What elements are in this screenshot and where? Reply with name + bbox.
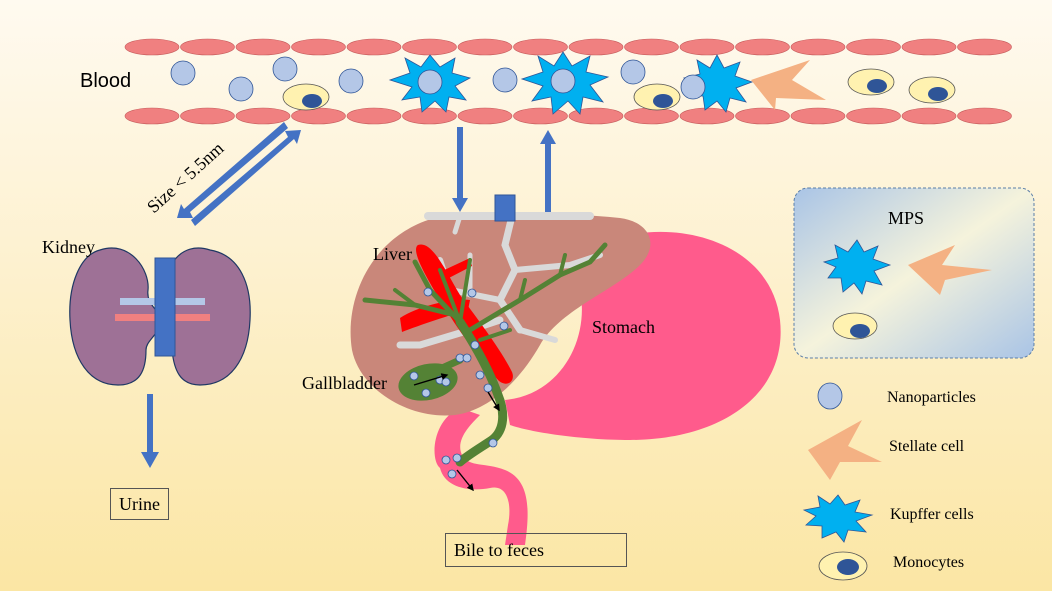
legend-icons: [802, 382, 882, 581]
kupffer-cell-icon: [822, 239, 892, 295]
label-blood: Blood: [80, 70, 132, 92]
red-blood-cell: [291, 107, 346, 125]
nanoparticle-icon: [421, 388, 431, 398]
duodenum-shape: [434, 408, 528, 545]
red-blood-cell: [346, 107, 402, 125]
red-blood-cell: [901, 107, 957, 125]
label-gallbladder: Gallbladder: [302, 373, 387, 393]
nanoparticle-icon: [228, 76, 254, 102]
portal-vein-stub: [494, 194, 516, 222]
left-kidney-shape: [69, 247, 161, 386]
red-blood-cell: [568, 107, 624, 125]
stellate-cell-icon: [751, 60, 826, 110]
nanoparticle-icon: [462, 353, 472, 363]
red-blood-cell: [346, 38, 402, 56]
legend-label-nanoparticles: Nanoparticles: [887, 389, 976, 406]
arrow-liver-to-blood: [540, 130, 556, 212]
monocyte-icon: [633, 83, 681, 111]
arrow-kidney-to-urine: [141, 394, 159, 468]
red-blood-cell: [402, 38, 457, 56]
nanoparticle-icon: [488, 438, 498, 448]
red-blood-cell: [624, 38, 679, 56]
red-blood-cell: [180, 107, 235, 125]
stellate-cell-icon: [908, 245, 992, 295]
nanoparticle-icon: [338, 68, 364, 94]
kupffer-cell-icon: [682, 54, 754, 113]
nanoparticle-icon: [467, 288, 477, 298]
red-blood-cell: [957, 38, 1012, 56]
legend-label-stellate-cell: Stellate cell: [889, 438, 965, 455]
red-blood-cell: [291, 38, 346, 56]
nanoparticle-icon: [441, 377, 451, 387]
legend-label-kupffer-cells: Kupffer cells: [890, 506, 974, 523]
red-blood-cell: [790, 38, 846, 56]
nanoparticle-icon: [441, 455, 451, 465]
vena-cava: [154, 257, 176, 357]
kidney-diagram: [69, 247, 251, 386]
red-blood-cell: [124, 107, 180, 125]
nanoparticle-icon: [620, 59, 646, 85]
nanoparticle-icon: [475, 370, 485, 380]
nanoparticle-icon: [423, 287, 433, 297]
red-blood-cell: [180, 38, 235, 56]
red-blood-cell: [513, 38, 568, 56]
red-blood-cell: [735, 38, 790, 56]
red-blood-cell: [679, 38, 735, 56]
red-blood-cell: [568, 38, 624, 56]
red-blood-cell: [402, 107, 457, 125]
arrow-blood-to-kidney: [177, 122, 288, 218]
flow-arrows: [141, 122, 556, 468]
nanoparticle-icon: [483, 383, 493, 393]
stomach-shape: [505, 231, 781, 440]
red-blood-cell: [624, 107, 679, 125]
red-blood-cell: [457, 38, 513, 56]
arrow-blood-to-liver: [452, 127, 468, 212]
monocyte-icon: [847, 68, 895, 96]
red-blood-cell: [846, 38, 901, 56]
red-blood-cell: [457, 107, 513, 125]
nanoparticle-icon: [272, 56, 298, 82]
label-stomach: Stomach: [592, 317, 655, 337]
nanoparticle-icon: [170, 60, 196, 86]
nanoparticle-icon: [550, 68, 576, 94]
label-mps: MPS: [888, 208, 925, 228]
red-blood-cell: [901, 38, 957, 56]
legend-label-monocytes: Monocytes: [893, 554, 965, 571]
bile-flow-arrows: [413, 373, 500, 492]
label-liver: Liver: [373, 244, 412, 264]
monocyte-icon: [908, 76, 956, 104]
nanoparticle-icon: [499, 321, 509, 331]
red-blood-cell: [735, 107, 790, 125]
red-blood-cell: [846, 107, 901, 125]
nanoparticle-icon: [817, 382, 843, 410]
blood-cells: [170, 51, 956, 115]
red-blood-cell: [790, 107, 846, 125]
red-blood-cell: [235, 107, 291, 125]
monocyte-icon: [832, 312, 878, 340]
red-blood-cells-bottom-row: [124, 107, 1012, 125]
label-urine: Urine: [110, 488, 169, 520]
label-bile-to-feces: Bile to feces: [445, 533, 627, 567]
arrow-kidney-to-blood: [191, 130, 301, 226]
kupffer-cell-icon: [802, 494, 874, 543]
nanoparticle-icon: [417, 69, 443, 95]
stellate-cell-icon: [808, 420, 882, 480]
nanoparticle-icon: [452, 453, 462, 463]
red-blood-cell: [957, 107, 1012, 125]
red-blood-cells-top-row: [124, 38, 1012, 56]
nanoparticle-icon: [680, 74, 706, 100]
red-blood-cell: [235, 38, 291, 56]
monocyte-icon: [282, 83, 330, 111]
red-blood-cell: [513, 107, 568, 125]
monocyte-icon: [818, 551, 868, 581]
nanoparticle-icon: [492, 67, 518, 93]
nanoparticle-icon: [409, 371, 419, 381]
label-kidney: Kidney: [42, 237, 95, 257]
nanoparticle-icon: [447, 469, 457, 479]
liver-nanoparticles: [409, 287, 509, 479]
nanoparticle-icon: [470, 340, 480, 350]
red-blood-cell: [124, 38, 180, 56]
